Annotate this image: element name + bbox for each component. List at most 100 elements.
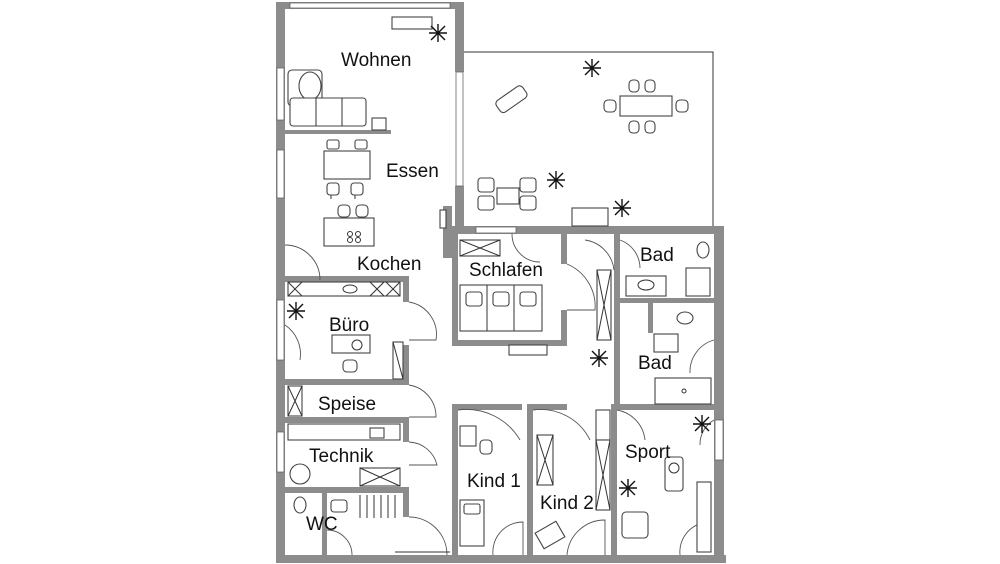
wall-sport-top xyxy=(611,404,631,410)
door-bad-top xyxy=(584,239,615,271)
schlafen-bench xyxy=(508,344,548,356)
plants xyxy=(287,24,711,497)
door-bad-top-inner xyxy=(619,239,641,269)
wall-top-bedroom xyxy=(443,226,724,234)
wall-bath-mid xyxy=(614,298,714,303)
wall-technik-right-top xyxy=(403,417,409,442)
door-kind1-window xyxy=(492,521,524,556)
wall-schlafen-left xyxy=(452,234,458,346)
plant-icon xyxy=(583,59,601,77)
door-buero-left xyxy=(284,324,301,361)
door-schlafen xyxy=(566,263,596,311)
washing-machine xyxy=(289,463,311,485)
terrace-lounger xyxy=(495,85,528,114)
pouf xyxy=(371,117,387,131)
wall-sofa-divider xyxy=(285,130,391,134)
window-wohnen-top xyxy=(289,2,451,9)
door-speise xyxy=(408,384,437,418)
wall-outer-right xyxy=(714,226,724,563)
side-table xyxy=(298,71,322,101)
plant-icon xyxy=(429,24,447,42)
room-label-kochen: Kochen xyxy=(357,254,421,275)
wall-outer-bottom xyxy=(276,555,726,563)
bath-top-toilet xyxy=(696,241,710,259)
plant-icon xyxy=(590,349,608,367)
bathtub xyxy=(654,377,712,405)
wall-kind-divider xyxy=(527,404,533,555)
room-labels: Wohnen Essen Kochen Büro Speise Technik … xyxy=(306,50,674,535)
door-wc-outer xyxy=(408,516,448,556)
wall-bath-bottom xyxy=(614,404,724,410)
plant-icon xyxy=(613,199,631,217)
kitchen-counter xyxy=(287,281,401,297)
wall-kind2-right xyxy=(611,404,617,555)
bath-top-shower xyxy=(685,267,711,297)
terrace xyxy=(463,51,714,226)
kind1-desk xyxy=(459,425,477,447)
room-label-buero: Büro xyxy=(329,315,369,336)
plant-icon xyxy=(693,415,711,433)
room-label-kind1: Kind 1 xyxy=(467,471,521,492)
kind2-desk xyxy=(534,520,566,550)
door-sport-right xyxy=(699,419,715,446)
room-label-wohnen: Wohnen xyxy=(341,50,411,71)
wall-kind1-top xyxy=(452,404,522,410)
door-bad-mid xyxy=(689,339,715,374)
room-label-technik: Technik xyxy=(309,446,374,467)
window-living-right xyxy=(455,71,464,187)
window-schlafen-top xyxy=(475,226,517,234)
room-label-schlafen: Schlafen xyxy=(469,260,543,281)
kind2-shelf xyxy=(595,409,611,441)
wall-kitchen-bottom xyxy=(276,276,409,282)
wall-living-right-low xyxy=(455,186,464,226)
windows xyxy=(276,2,724,473)
sport-chair xyxy=(621,511,649,539)
room-label-speise: Speise xyxy=(318,394,376,415)
window-sport-right xyxy=(714,419,724,461)
door-schlafen-top-a xyxy=(511,233,541,263)
wall-kind2-top xyxy=(527,404,567,410)
walls xyxy=(276,2,726,563)
wall-bedroom-left-top xyxy=(443,206,452,258)
wall-speise-bottom xyxy=(276,417,409,423)
door-buero xyxy=(408,301,437,341)
window-technik-left xyxy=(276,431,285,473)
plant-icon xyxy=(619,479,637,497)
door-wc xyxy=(326,529,353,556)
room-label-bad-top: Bad xyxy=(640,245,674,266)
wall-bath-left xyxy=(614,234,620,410)
room-label-wc: WC xyxy=(306,514,338,535)
door-sport xyxy=(616,409,646,441)
wall-technik-bottom xyxy=(276,487,409,493)
door-kochen xyxy=(284,244,321,281)
window-essen-left xyxy=(276,149,285,199)
bath-top-vanity xyxy=(625,275,667,297)
wc-sink xyxy=(330,499,348,513)
wall-kind1-left xyxy=(452,404,458,555)
desk xyxy=(331,334,371,354)
doors xyxy=(284,233,715,556)
door-kind1 xyxy=(457,409,521,441)
wall-wc-inner xyxy=(322,493,327,555)
sport-shelf xyxy=(696,481,712,553)
room-label-sport: Sport xyxy=(625,442,671,463)
room-label-bad-mid: Bad xyxy=(638,353,672,374)
sofa xyxy=(289,97,367,127)
door-kind2-window xyxy=(566,519,606,556)
window-buero-left xyxy=(276,299,285,361)
plant-icon xyxy=(287,302,305,320)
office-chair xyxy=(342,359,358,373)
terrace-lounge xyxy=(439,177,609,229)
wall-bath-inner xyxy=(648,303,653,333)
wall-buero-bottom xyxy=(276,379,409,385)
terrace-dining xyxy=(603,79,689,134)
room-label-essen: Essen xyxy=(386,161,439,182)
wc-toilet xyxy=(293,496,307,514)
bath-mid-sink xyxy=(653,333,679,353)
wall-schlafen-bottom xyxy=(452,340,562,346)
furniture xyxy=(287,16,712,553)
window-wohnen-left xyxy=(276,67,285,121)
wardrobe-entry xyxy=(359,495,396,518)
